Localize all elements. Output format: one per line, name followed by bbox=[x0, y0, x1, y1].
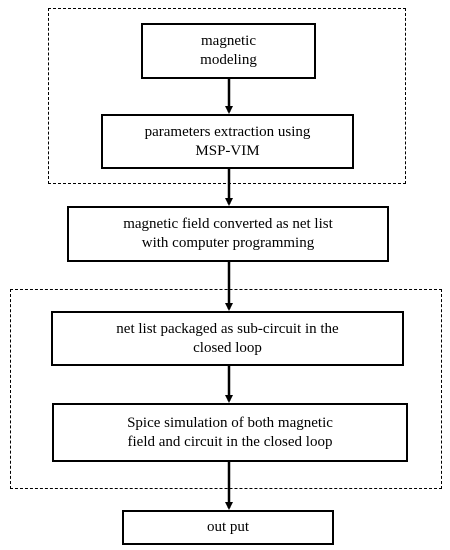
box-output: out put bbox=[122, 510, 334, 545]
label-parameters-extraction: parameters extraction using MSP-VIM bbox=[144, 123, 311, 159]
box-sub-circuit-packaging: net list packaged as sub-circuit in the … bbox=[51, 311, 404, 366]
label-sub-circuit-packaging: net list packaged as sub-circuit in the … bbox=[116, 320, 339, 356]
top-dashed-group bbox=[48, 8, 406, 184]
box-spice-simulation: Spice simulation of both magnetic field … bbox=[52, 403, 408, 462]
bottom-dashed-group bbox=[10, 289, 442, 489]
label-net-list-conversion: magnetic field converted as net list wit… bbox=[123, 216, 333, 251]
label-magnetic-modeling: magnetic modeling bbox=[200, 33, 257, 68]
label-output: out put bbox=[206, 519, 250, 535]
box-net-list-conversion: magnetic field converted as net list wit… bbox=[67, 206, 389, 262]
box-parameters-extraction: parameters extraction using MSP-VIM bbox=[101, 114, 354, 169]
label-spice-simulation: Spice simulation of both magnetic field … bbox=[127, 414, 333, 450]
box-magnetic-modeling: magnetic modeling bbox=[141, 23, 316, 79]
